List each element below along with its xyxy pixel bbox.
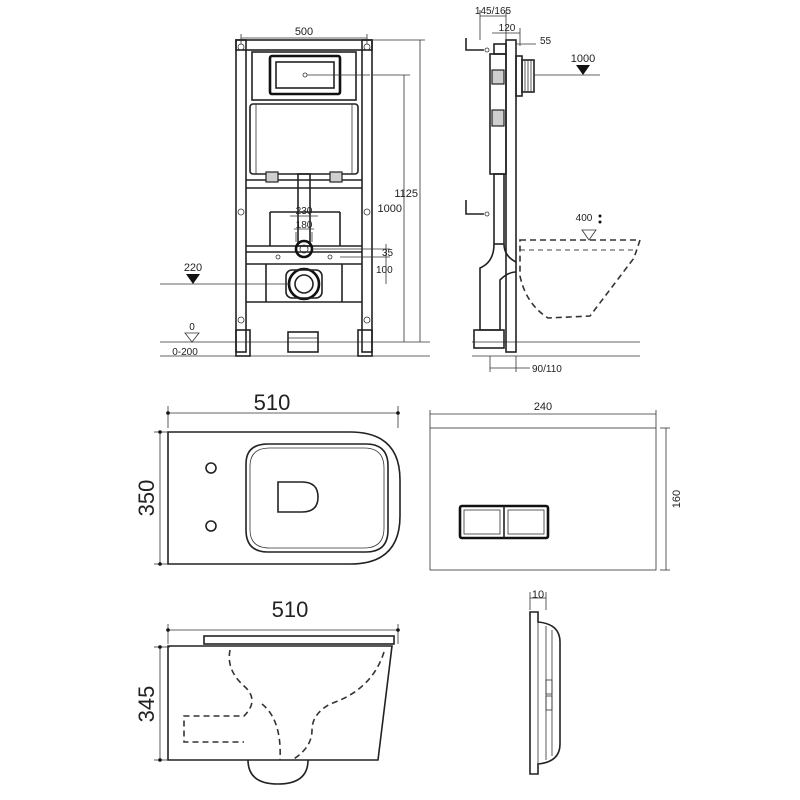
level-400: 400 <box>576 213 593 224</box>
plate-width: 240 <box>534 401 552 413</box>
plate-height: 160 <box>671 490 683 508</box>
dim-frame-height: 1125 <box>394 188 418 200</box>
dim-frame-width: 500 <box>295 26 313 38</box>
dim-145-165: 145/165 <box>475 6 512 17</box>
dim-100: 100 <box>376 265 393 276</box>
bowl-top-width: 510 <box>254 390 291 415</box>
flush-plate-front: 240 160 <box>429 401 683 571</box>
frame-front-view: 500 1125 1000 230 180 35 100 220 0 0-200 <box>160 26 430 358</box>
frame-side-view: 145/165 120 55 1000 400 90/110 <box>465 6 642 375</box>
level-1000: 1000 <box>571 53 595 65</box>
level-220: 220 <box>184 262 202 274</box>
level-0: 0 <box>189 322 195 333</box>
bowl-top-view: 510 350 <box>134 390 401 566</box>
dim-actuator-height: 1000 <box>378 203 402 215</box>
plate-thickness: 10 <box>532 589 544 601</box>
bowl-side-height: 345 <box>134 686 159 723</box>
bowl-top-depth: 350 <box>134 480 159 517</box>
dim-90-110: 90/110 <box>532 364 562 375</box>
dim-55: 55 <box>540 36 552 47</box>
dim-120: 120 <box>499 23 516 34</box>
level-0-200: 0-200 <box>172 347 198 358</box>
dim-180: 180 <box>296 220 313 231</box>
bowl-side-width: 510 <box>272 597 309 622</box>
dim-230: 230 <box>296 206 313 217</box>
bowl-side-view: 510 345 <box>134 597 400 785</box>
dim-35: 35 <box>382 248 394 259</box>
flush-plate-side: 10 <box>529 589 561 775</box>
